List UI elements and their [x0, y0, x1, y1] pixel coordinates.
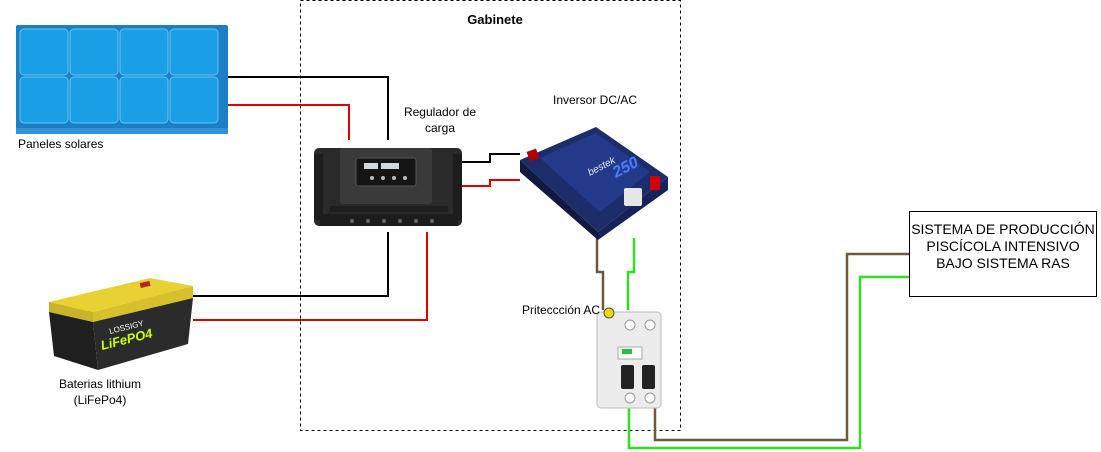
- solar-cell: [69, 76, 119, 124]
- wire-reg-inv-negative: [462, 153, 520, 163]
- solar-cell: [19, 28, 69, 76]
- wire-battery-positive: [193, 232, 428, 321]
- solar-cell: [19, 76, 69, 124]
- ac-protection-label: Priteccción AC: [522, 303, 601, 317]
- wire-panel-negative: [228, 76, 389, 140]
- solar-cell: [69, 28, 119, 76]
- inverter-label: Inversor DC/AC: [553, 93, 638, 107]
- load-system-text: SISTEMA DE PRODUCCIÓN PISCÍCOLA INTENSIV…: [911, 221, 1095, 271]
- solar-panel-image: [16, 25, 228, 134]
- solar-cell: [119, 76, 169, 124]
- battery-image: LOSSIGY LiFePO4: [49, 278, 193, 370]
- wire-panel-positive: [228, 104, 350, 140]
- wire-breaker-load-neutral: [627, 275, 909, 450]
- wire-breaker-load-line: [653, 252, 909, 442]
- cabinet-border: [300, 0, 681, 431]
- charge-controller-image: [314, 148, 462, 226]
- solar-panels-label: Paneles solares: [18, 137, 104, 151]
- cabinet-title: Gabinete: [467, 12, 523, 27]
- solar-cell: [169, 76, 219, 124]
- inverter-image: bestek 250: [520, 127, 668, 240]
- wire-inv-breaker-line: [595, 238, 605, 310]
- solar-cell: [119, 28, 169, 76]
- wire-reg-inv-positive: [462, 179, 520, 187]
- solar-cell: [169, 28, 219, 76]
- battery-label: Baterias lithium (LiFePo4): [58, 377, 142, 407]
- wire-battery-negative: [193, 232, 389, 297]
- breaker-image: [596, 307, 662, 409]
- charge-controller-label: Regulador de carga: [403, 105, 477, 135]
- wire-inv-breaker-neutral: [626, 238, 636, 310]
- load-system-box: SISTEMA DE PRODUCCIÓN PISCÍCOLA INTENSIV…: [909, 211, 1097, 297]
